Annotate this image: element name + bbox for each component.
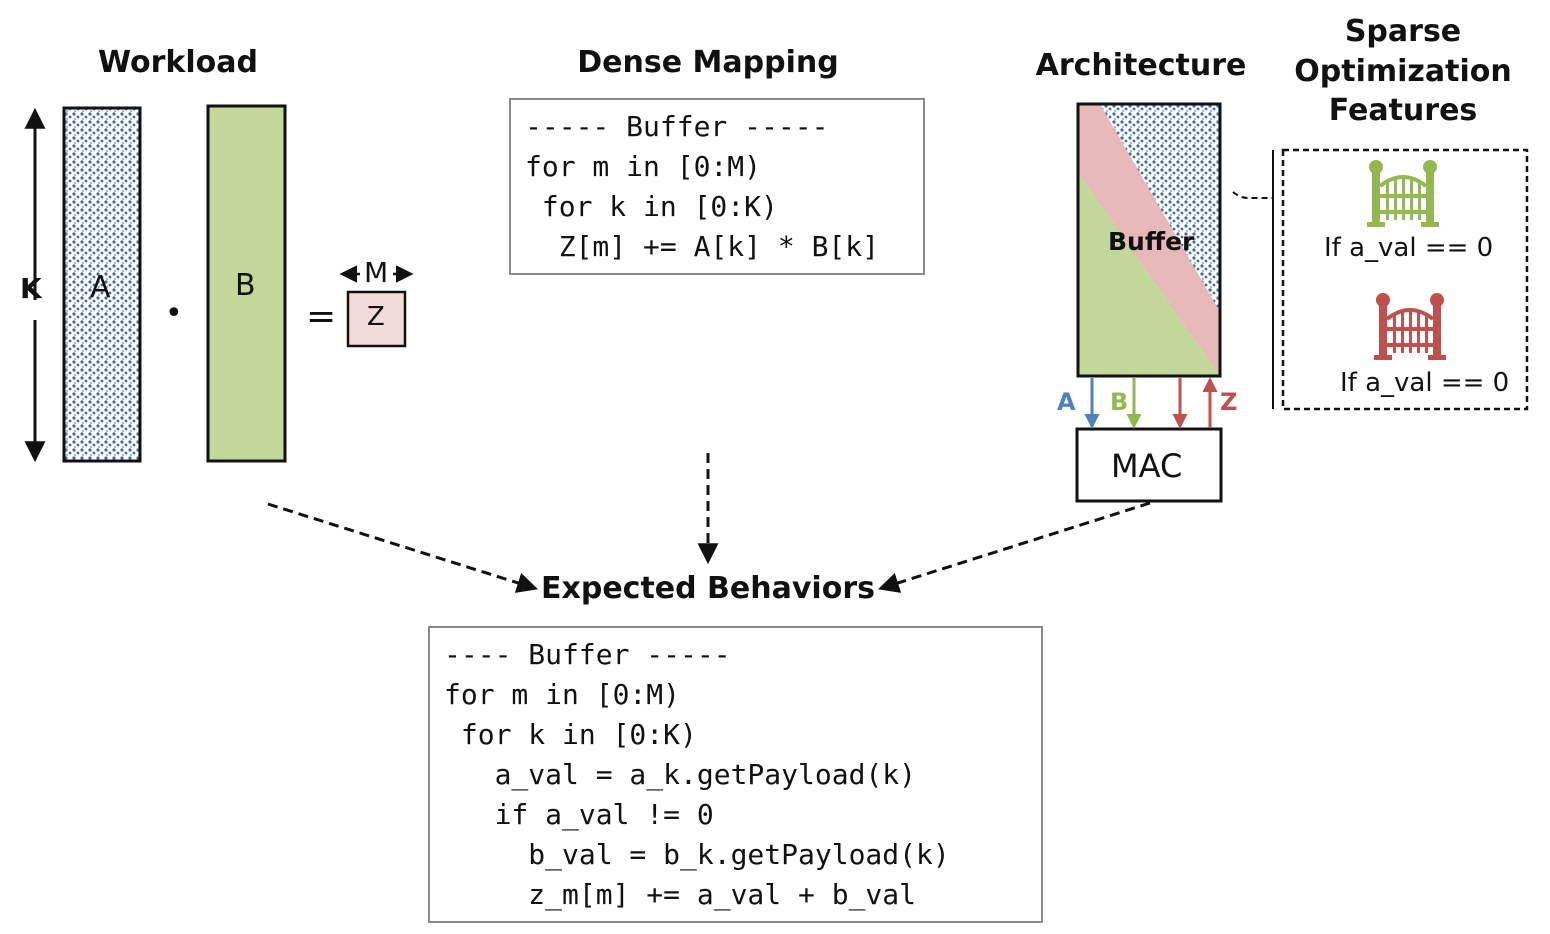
dot-product-symbol: • xyxy=(165,296,183,331)
buffer-label: Buffer xyxy=(1108,227,1195,256)
expected-behaviors-title: Expected Behaviors xyxy=(541,571,875,606)
flow-arrow-architecture xyxy=(877,501,1151,593)
gate-icon xyxy=(1372,291,1448,362)
buffer-outline xyxy=(1076,102,1222,378)
code-line: a_val = a_k.getPayload(k) xyxy=(444,758,917,791)
code-line: for k in [0:K) xyxy=(525,190,778,223)
buffer-z-partition xyxy=(1078,104,1220,376)
equals-symbol: = xyxy=(306,296,337,337)
tensor-z-label: Z xyxy=(367,302,385,332)
tensor-a xyxy=(62,106,142,463)
code-line: if a_val != 0 xyxy=(444,798,714,831)
code-line: ---- Buffer ----- xyxy=(444,638,731,671)
feature-condition-green: If a_val == 0 xyxy=(1324,233,1494,263)
code-line: Z[m] += A[k] * B[k] xyxy=(525,230,880,263)
link-a-label: A xyxy=(1057,388,1076,416)
code-line: z_m[m] += a_val + b_val xyxy=(444,878,917,911)
tensor-b xyxy=(206,104,287,463)
sparse-features-title-1: Sparse xyxy=(1344,14,1462,49)
dim-k-label: K xyxy=(20,272,42,305)
workload-title: Workload xyxy=(98,45,258,80)
code-line: b_val = b_k.getPayload(k) xyxy=(444,838,950,871)
mac-box xyxy=(1075,427,1223,503)
code-line: for m in [0:M) xyxy=(444,678,681,711)
code-line: for k in [0:K) xyxy=(444,718,697,751)
link-b-label: B xyxy=(1110,388,1129,416)
gate-icon xyxy=(1365,158,1441,229)
dim-m-label: M xyxy=(364,256,389,289)
sparse-features-box xyxy=(1281,148,1529,411)
link-z-label: Z xyxy=(1220,388,1238,416)
mac-label: MAC xyxy=(1111,447,1183,485)
feature-condition-red: If a_val == 0 xyxy=(1340,368,1510,398)
dense-mapping-code-box: ----- Buffer ----- for m in [0:M) for k … xyxy=(509,98,925,275)
code-line: for m in [0:M) xyxy=(525,150,762,183)
architecture-title: Architecture xyxy=(1035,48,1247,83)
tensor-b-label: B xyxy=(235,268,256,303)
sparse-features-title-2: Optimization xyxy=(1294,54,1512,89)
bracket-connector xyxy=(1232,191,1273,199)
code-line: ----- Buffer ----- xyxy=(525,110,829,143)
expected-behaviors-code-box: ---- Buffer ----- for m in [0:M) for k i… xyxy=(428,626,1043,923)
sparse-features-title-3: Features xyxy=(1328,93,1478,128)
tensor-a-label: A xyxy=(90,270,111,305)
dense-mapping-title: Dense Mapping xyxy=(577,45,839,80)
flow-arrow-workload xyxy=(267,502,539,593)
tensor-z xyxy=(346,290,407,348)
